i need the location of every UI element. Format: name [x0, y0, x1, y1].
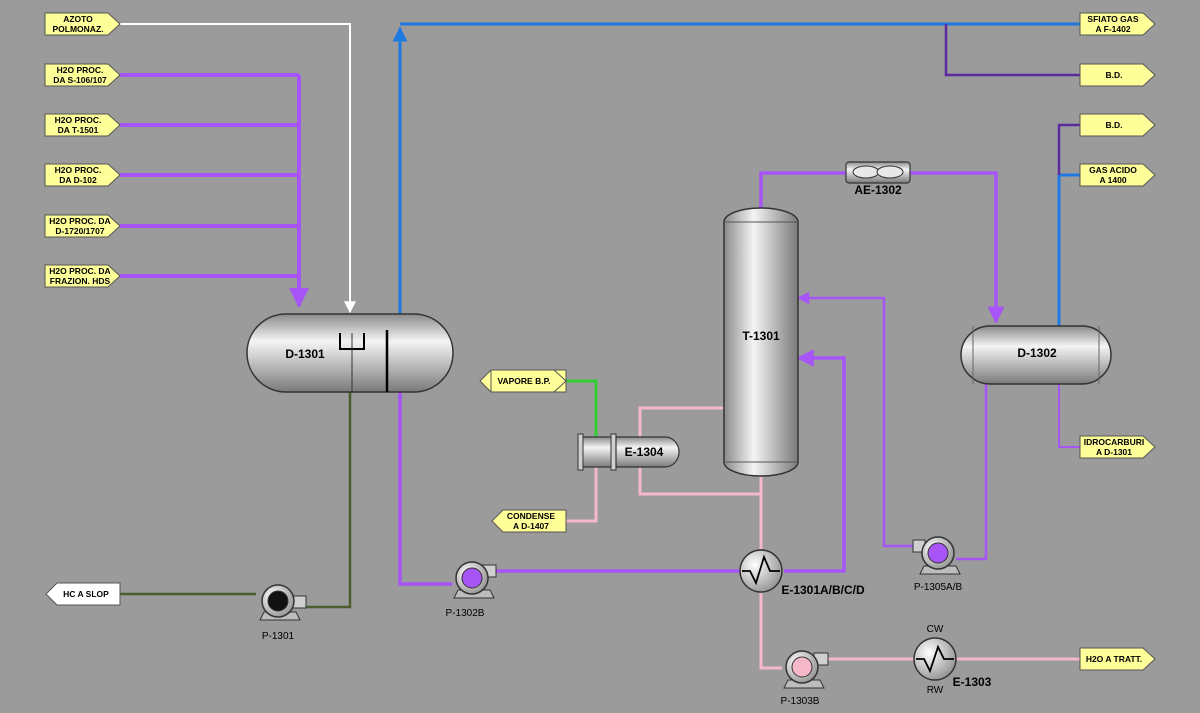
idrocarburi-line: [1058, 384, 1080, 448]
d1301-outlet-line: [398, 392, 452, 586]
p1301-label: P-1301: [262, 631, 295, 642]
e1303-label: E-1303: [953, 675, 992, 689]
tag-hc-slop-text: HC A SLOP: [63, 589, 109, 599]
overhead-line: [759, 171, 996, 322]
tag-h2o-t1501[interactable]: H2O PROC.DA T-1501: [44, 113, 121, 137]
d1301-label: D-1301: [285, 347, 325, 361]
tag-bd-top-text: B.D.: [1106, 70, 1123, 80]
pump-p1303b[interactable]: P-1303B: [781, 650, 829, 707]
tag-hc-slop[interactable]: HC A SLOP: [45, 582, 121, 606]
tag-vapore-text: VAPORE B.P.: [497, 376, 550, 386]
tag-h2o-d102[interactable]: H2O PROC.DA D-102: [44, 163, 121, 187]
tag-vapore[interactable]: VAPORE B.P.: [479, 369, 567, 393]
process-water-feed-lines: [120, 73, 309, 308]
e1301-label: E-1301A/B/C/D: [781, 583, 865, 597]
condensate-lines: [566, 406, 1080, 670]
blowdown-lines: [944, 24, 1080, 175]
column-t1301[interactable]: T-1301: [723, 207, 799, 477]
reflux-line: [798, 298, 988, 561]
t1301-label: T-1301: [742, 329, 780, 343]
exchanger-e1303[interactable]: CW RW E-1303: [913, 624, 992, 696]
p1302b-label: P-1302B: [446, 608, 485, 619]
piping: [120, 22, 1080, 670]
tag-bd-right-text: B.D.: [1106, 120, 1123, 130]
exchanger-e1304[interactable]: E-1304: [577, 433, 680, 471]
tag-h2o-s106-text: H2O PROC.DA S-106/107: [53, 65, 107, 85]
e1304-label: E-1304: [625, 445, 664, 459]
p1305-label: P-1305A/B: [914, 582, 963, 593]
tag-h2o-tratt[interactable]: H2O A TRATT.: [1079, 647, 1156, 671]
p1303b-label: P-1303B: [781, 696, 820, 707]
tag-h2o-s106[interactable]: H2O PROC.DA S-106/107: [44, 63, 121, 87]
nitrogen-line: [120, 23, 356, 314]
cw-label: CW: [927, 624, 944, 635]
pump-p1302b[interactable]: P-1302B: [446, 561, 497, 619]
ae1302-label: AE-1302: [854, 183, 902, 197]
hc-slop-line: [306, 392, 352, 609]
tag-h2o-t1501-text: H2O PROC.DA T-1501: [55, 115, 102, 135]
tag-h2o-d102-text: H2O PROC.DA D-102: [55, 165, 102, 185]
steam-line: [566, 379, 598, 438]
drum-d1301[interactable]: D-1301: [246, 313, 454, 393]
pump-p1305[interactable]: P-1305A/B: [912, 536, 963, 593]
tag-h2o-tratt-text: H2O A TRATT.: [1086, 654, 1142, 664]
d1302-label: D-1302: [1017, 346, 1057, 360]
rw-label: RW: [927, 685, 944, 696]
aircooler-ae1302[interactable]: AE-1302: [845, 161, 911, 197]
drum-d1302[interactable]: D-1302: [960, 325, 1112, 385]
tag-bd-top[interactable]: B.D.: [1079, 63, 1156, 87]
t1301-feed-line: [494, 358, 846, 573]
tag-bd-right[interactable]: B.D.: [1079, 113, 1156, 137]
exchanger-e1301[interactable]: E-1301A/B/C/D: [739, 549, 865, 597]
pump-p1301[interactable]: P-1301: [259, 584, 307, 642]
